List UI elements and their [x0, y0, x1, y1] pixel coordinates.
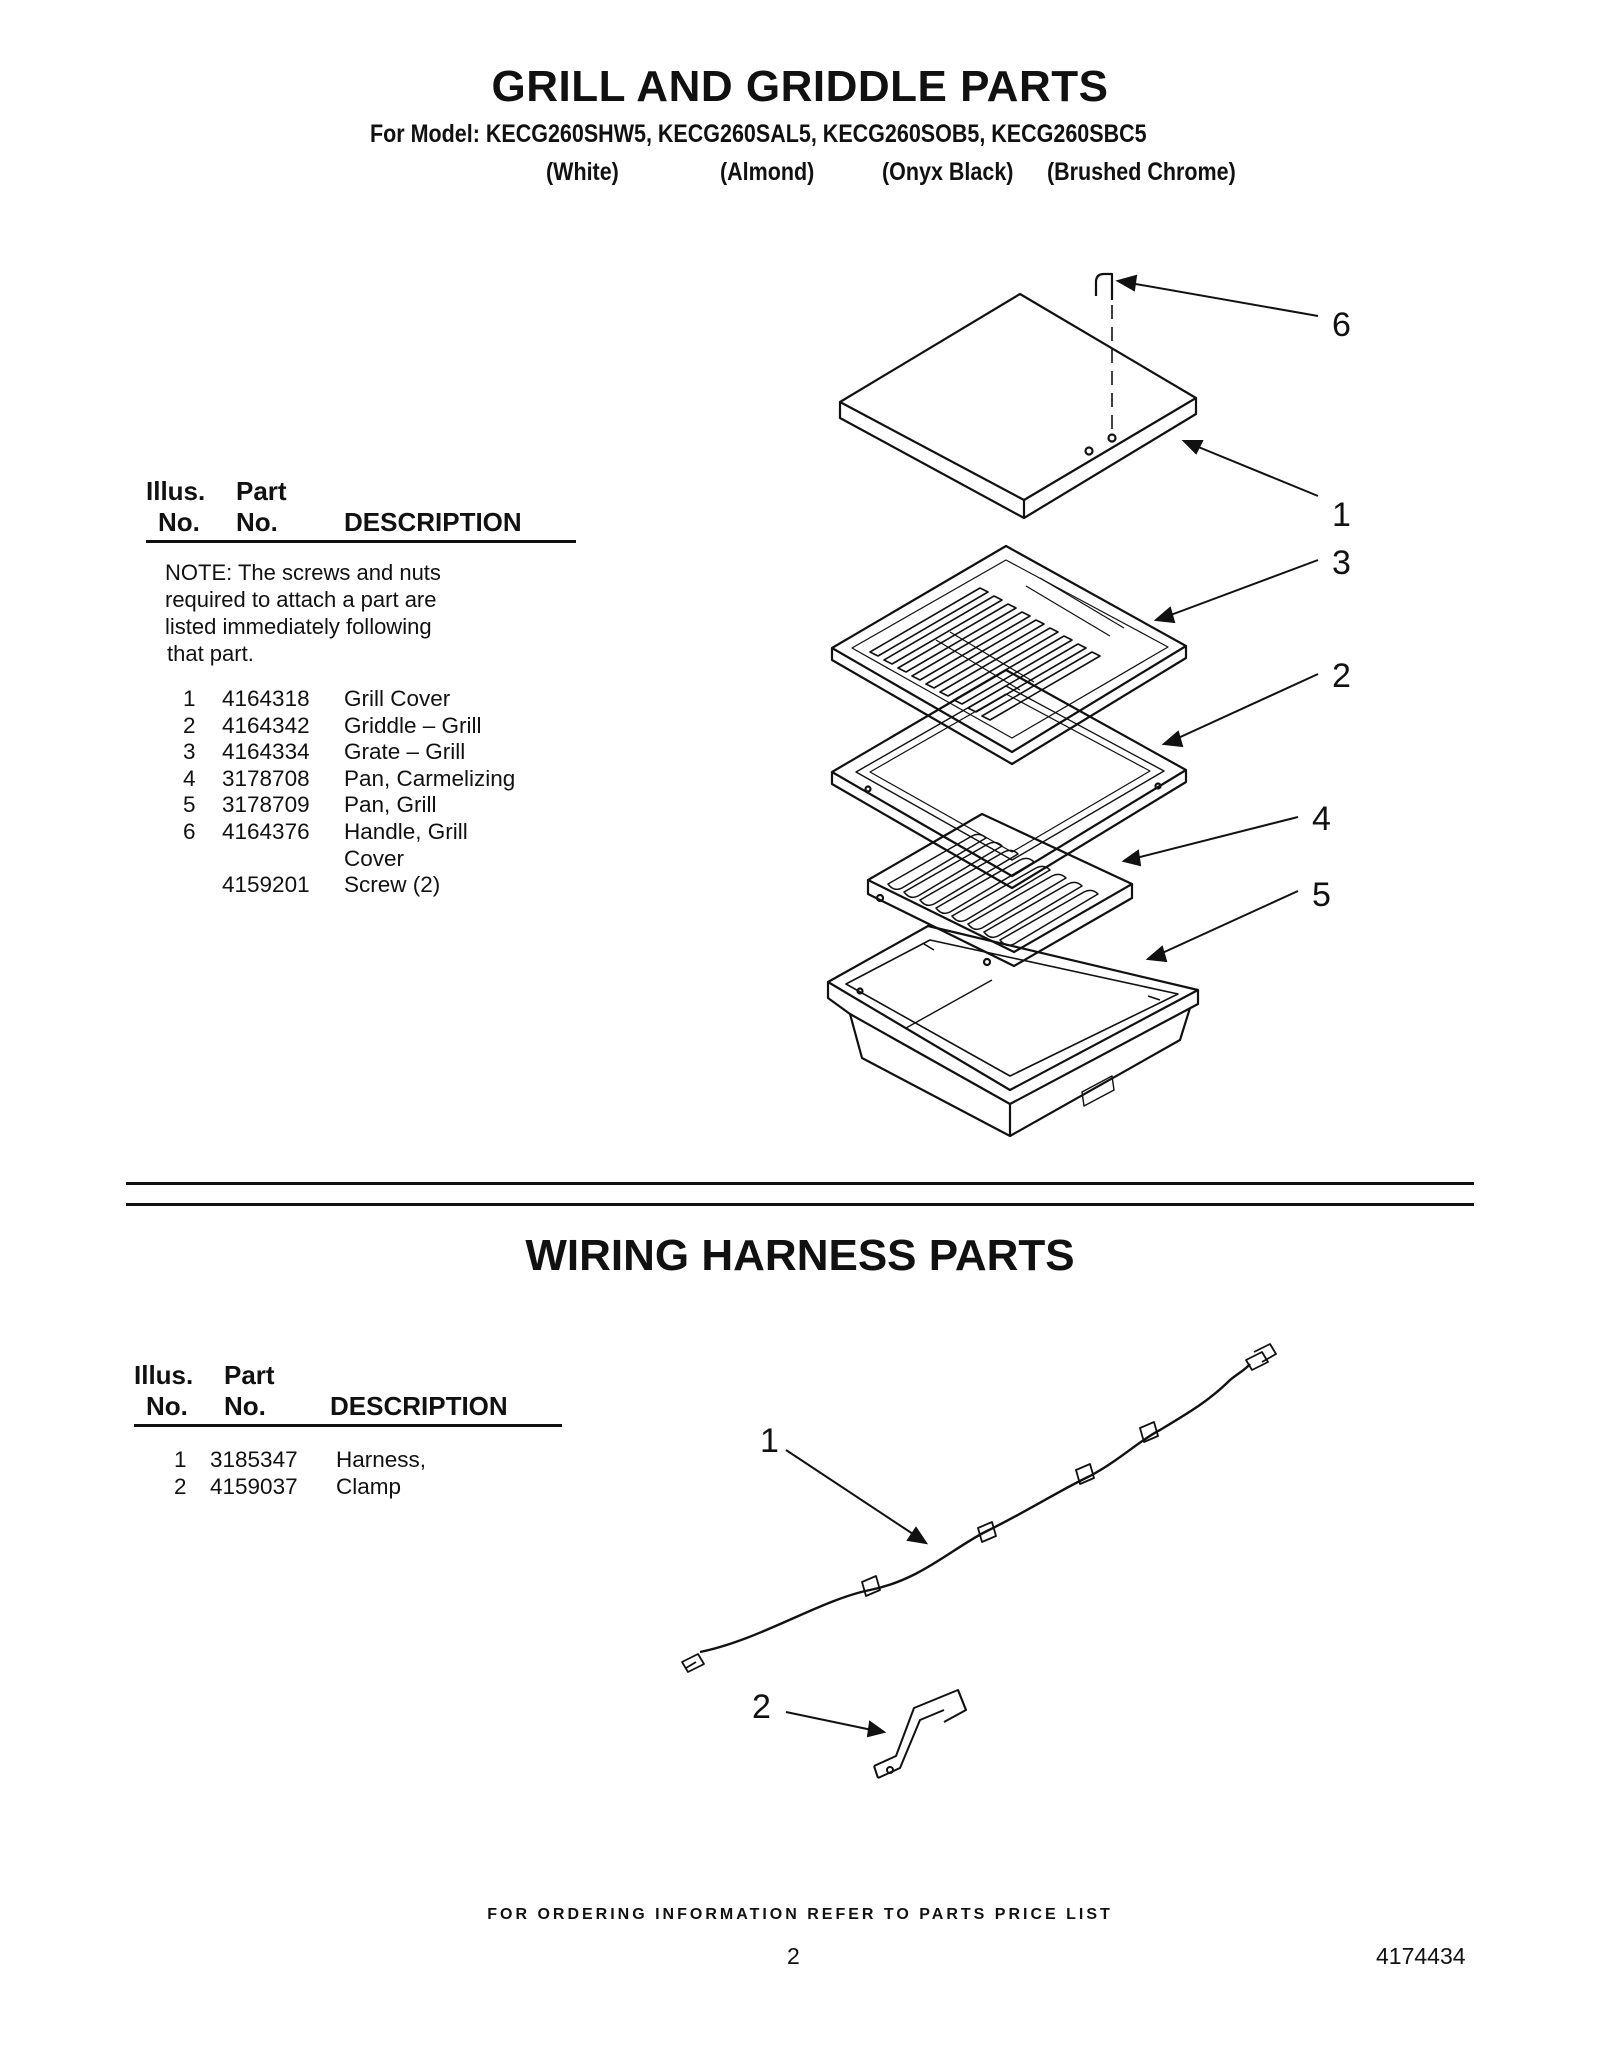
- grill-exploded-diagram: [826, 272, 1319, 1138]
- grill-grate-icon: [830, 544, 1188, 766]
- description: Grill Cover: [344, 686, 451, 711]
- page-title: GRILL AND GRIDDLE PARTS: [491, 62, 1109, 111]
- parts-list: 1 3185347 Harness, 2 4159037 Clamp: [134, 1447, 564, 1500]
- parts-list: 1 4164318 Grill Cover 2 4164342 Griddle – Gr…: [146, 686, 576, 899]
- description: Pan, Carmelizing: [344, 765, 516, 791]
- header-illus-bottom: No.: [158, 507, 200, 537]
- section-divider: [126, 1182, 1474, 1185]
- description: Handle, Grill: [344, 818, 468, 844]
- illus-no: 1: [174, 1447, 187, 1472]
- illus-no: 6: [183, 818, 196, 844]
- part-no: 4164342: [222, 712, 310, 738]
- grill-parts-table: Illus. Part No. No. DESCRIPTION NOTE: Th…: [146, 476, 576, 899]
- note-block: NOTE: The screws and nuts required to at…: [165, 559, 576, 667]
- callout-4: 4: [1312, 800, 1331, 838]
- wiring-parts-table: Illus. Part No. No. DESCRIPTION 1 3185347…: [134, 1360, 564, 1500]
- part-no: 4164334: [222, 739, 310, 765]
- illus-no: 1: [183, 686, 196, 711]
- handle-icon: [1094, 272, 1114, 300]
- note-line: that part.: [167, 641, 254, 666]
- header-rule: [146, 540, 576, 543]
- harness-clip-icon: [861, 1421, 1159, 1597]
- header-part-bottom: No.: [224, 1391, 266, 1421]
- table-row: 1 4164318 Grill Cover: [146, 686, 576, 713]
- description: Cover: [344, 845, 405, 871]
- description: Harness,: [336, 1447, 427, 1472]
- callout-6: 6: [1332, 306, 1351, 344]
- color-white: (White): [546, 158, 619, 186]
- illus-no: 2: [174, 1473, 187, 1499]
- header-description: DESCRIPTION: [344, 507, 522, 537]
- callout-1: 1: [1332, 496, 1351, 534]
- page-number: 2: [787, 1943, 800, 1969]
- illus-no: 5: [183, 792, 196, 818]
- description: Clamp: [336, 1473, 402, 1499]
- wiring-callout-2: 2: [752, 1688, 771, 1726]
- harness-wire: [699, 1363, 1251, 1654]
- part-no: 4164318: [222, 686, 310, 711]
- section-title: WIRING HARNESS PARTS: [525, 1231, 1075, 1280]
- document-number: 4174434: [1376, 1943, 1466, 1969]
- header-part-top: Part: [224, 1360, 275, 1390]
- wiring-callout-1: 1: [760, 1422, 779, 1460]
- illus-no: 2: [183, 712, 196, 738]
- color-onyx-black: (Onyx Black): [882, 158, 1014, 186]
- description: Screw (2): [344, 872, 441, 898]
- callout-2: 2: [1332, 657, 1351, 695]
- table-row: 2 4164342 Griddle – Grill: [146, 713, 576, 740]
- header-illus-bottom: No.: [146, 1391, 188, 1421]
- description: Pan, Grill: [344, 792, 437, 818]
- illus-no: 4: [183, 765, 196, 791]
- callout-3: 3: [1332, 544, 1351, 582]
- header-rule: [134, 1424, 562, 1427]
- model-line: For Model: KECG260SHW5, KECG260SAL5, KEC…: [370, 120, 1147, 148]
- header-description: DESCRIPTION: [330, 1391, 508, 1421]
- part-no: 4164376: [222, 818, 310, 844]
- table-row: 1 3185347 Harness,: [134, 1447, 564, 1474]
- header-part-bottom: No.: [236, 507, 278, 537]
- header-part-top: Part: [236, 476, 287, 506]
- illus-no: 3: [183, 739, 196, 765]
- table-row: 2 4159037 Clamp: [134, 1474, 564, 1501]
- grill-cover-icon: [838, 292, 1198, 520]
- part-no: 3178708: [222, 765, 310, 791]
- ordering-info: FOR ORDERING INFORMATION REFER TO PARTS …: [487, 1906, 1113, 1923]
- table-header: Illus. Part No. No. DESCRIPTION: [134, 1360, 564, 1422]
- description: Grate – Grill: [344, 739, 466, 765]
- grill-pan-icon: [826, 924, 1200, 1138]
- part-no: 4159201: [222, 872, 310, 898]
- part-no: 3178709: [222, 792, 310, 818]
- color-almond: (Almond): [720, 158, 815, 186]
- carmelizing-pan-icon: [866, 812, 1134, 968]
- connector-icon: [681, 1343, 1277, 1673]
- table-row: 4 3178708 Pan, Carmelizing: [146, 766, 576, 793]
- table-row: 4159201 Screw (2): [146, 872, 576, 899]
- leader-arrows: [785, 1449, 929, 1738]
- note-line: required to attach a part are: [165, 587, 437, 612]
- table-row: 5 3178709 Pan, Grill: [146, 792, 576, 819]
- header-illus-top: Illus.: [134, 1360, 194, 1390]
- table-row: 6 4164376 Handle, Grill: [146, 819, 576, 846]
- callout-5: 5: [1312, 876, 1331, 914]
- part-no: 3185347: [210, 1447, 298, 1472]
- note-line: listed immediately following: [165, 614, 432, 639]
- clamp-icon: [873, 1689, 967, 1779]
- note-line: NOTE: The screws and nuts: [165, 560, 441, 585]
- griddle-icon: [830, 668, 1188, 890]
- table-header: Illus. Part No. No. DESCRIPTION: [146, 476, 576, 538]
- header-illus-top: Illus.: [146, 476, 206, 506]
- leader-arrows: [1115, 274, 1319, 963]
- table-row: 3 4164334 Grate – Grill: [146, 739, 576, 766]
- section-divider: [126, 1203, 1474, 1206]
- table-row: Cover: [146, 846, 576, 873]
- part-no: 4159037: [210, 1473, 298, 1499]
- description: Griddle – Grill: [344, 712, 482, 738]
- color-brushed-chrome: (Brushed Chrome): [1047, 158, 1236, 186]
